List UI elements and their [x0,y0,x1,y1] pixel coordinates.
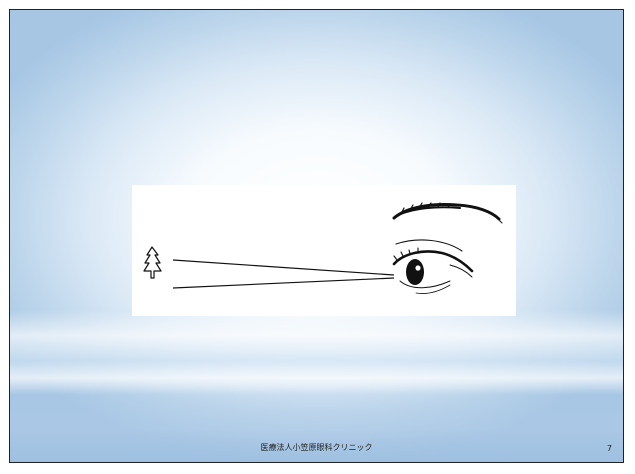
vision-diagram [143,202,503,294]
page-number: 7 [606,444,612,453]
footer-clinic-name: 医療法人小笠原眼科クリニック [260,443,373,452]
slide: 医療法人小笠原眼科クリニック 7 [9,9,624,463]
tree-icon [143,246,162,279]
vision-figure [132,185,516,316]
eyebrow [392,202,503,224]
sight-lines [172,259,395,289]
eye-illustration [392,239,474,294]
